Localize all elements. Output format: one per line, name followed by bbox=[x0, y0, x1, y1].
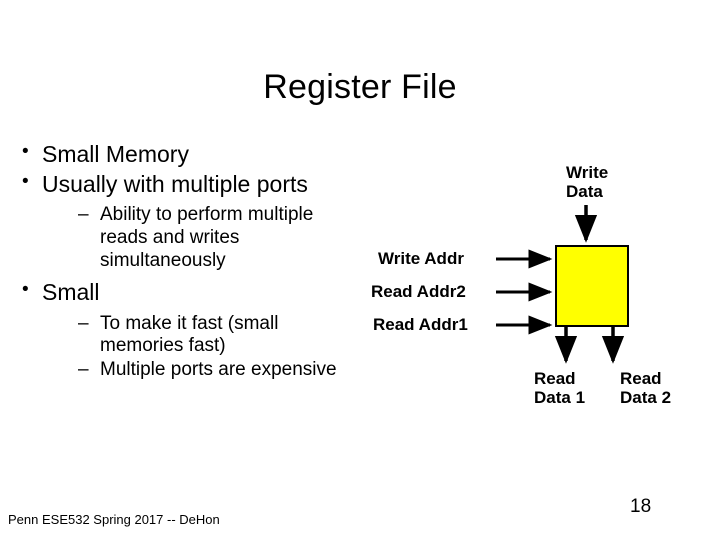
list-item: Small To make it fast (small memories fa… bbox=[12, 278, 342, 381]
sub-bullet-text: Ability to perform multiple reads and wr… bbox=[100, 204, 314, 271]
read-addr1-label: Read Addr1 bbox=[373, 315, 468, 334]
sub-bullet-text: Multiple ports are expensive bbox=[100, 359, 337, 381]
read-data2-label: Read Data 2 bbox=[620, 369, 672, 407]
list-item: Ability to perform multiple reads and wr… bbox=[70, 204, 342, 272]
register-file-diagram: Write Data Write Addr Read Addr2 Read Ad… bbox=[370, 150, 710, 440]
bullet-text: Small Memory bbox=[42, 141, 189, 167]
read-data2-label-line2: Data 2 bbox=[620, 387, 672, 407]
read-data2-label-line1: Read bbox=[620, 369, 662, 388]
diagram-arrows bbox=[496, 205, 625, 364]
read-addr2-label: Read Addr2 bbox=[371, 282, 466, 301]
list-item: To make it fast (small memories fast) bbox=[70, 313, 342, 359]
read-data1-label: Read Data 1 bbox=[534, 369, 586, 407]
write-data-label-line2: Data bbox=[566, 181, 603, 201]
register-file-box bbox=[555, 245, 629, 327]
list-item: Small Memory bbox=[12, 140, 342, 168]
page-title: Register File bbox=[263, 68, 457, 106]
write-addr-label: Write Addr bbox=[378, 249, 464, 268]
bullet-text: Small bbox=[42, 279, 100, 306]
bullet-list: Small Memory Usually with multiple ports… bbox=[12, 140, 342, 382]
sub-bullet-list: To make it fast (small memories fast) Mu… bbox=[70, 313, 342, 382]
list-item: Usually with multiple ports Ability to p… bbox=[12, 170, 342, 272]
read-data1-label-line1: Read bbox=[534, 369, 576, 388]
list-item: Multiple ports are expensive bbox=[70, 359, 342, 382]
sub-bullet-list: Ability to perform multiple reads and wr… bbox=[70, 204, 342, 272]
footer-text: Penn ESE532 Spring 2017 -- DeHon bbox=[8, 512, 220, 527]
write-data-label-line1: Write bbox=[566, 163, 609, 182]
page-number: 18 bbox=[630, 496, 652, 517]
bullet-text: Usually with multiple ports bbox=[42, 171, 308, 198]
sub-bullet-wrap: To make it fast (small memories fast) Mu… bbox=[70, 313, 342, 382]
slide-body: Small Memory Usually with multiple ports… bbox=[12, 140, 342, 388]
write-data-label: Write Data bbox=[566, 163, 609, 201]
sub-bullet-text: To make it fast (small memories fast) bbox=[100, 312, 279, 357]
sub-bullet-wrap: Ability to perform multiple reads and wr… bbox=[70, 204, 342, 272]
read-data1-label-line2: Data 1 bbox=[534, 387, 586, 407]
